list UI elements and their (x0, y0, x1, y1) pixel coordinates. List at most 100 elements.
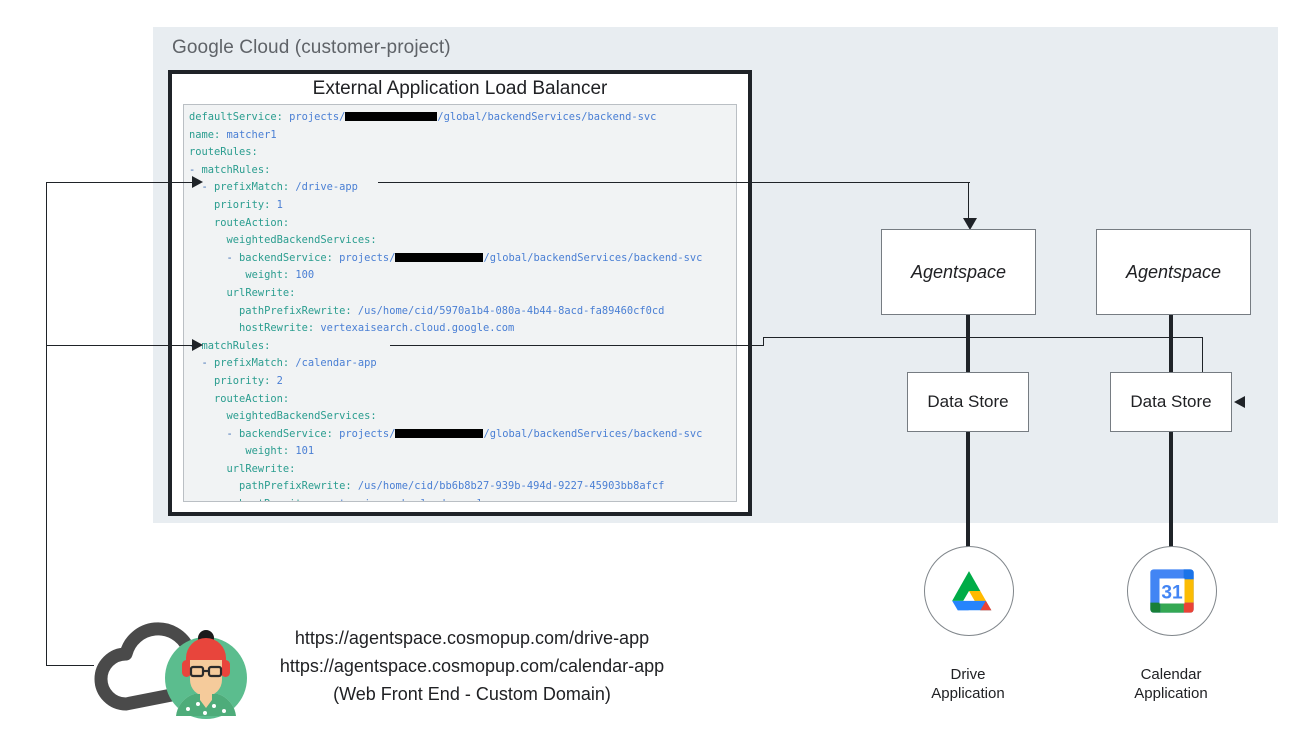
yaml-token: projects/ (282, 111, 346, 123)
drive-application-label: Drive Application (883, 665, 1053, 703)
yaml-token: projects/ (332, 251, 396, 264)
yaml-token: routeAction: (214, 392, 290, 405)
yaml-token: - (189, 163, 202, 176)
yaml-token: /calendar-app (289, 357, 377, 370)
yaml-token: /global/backendServices/backend-svc (483, 427, 703, 440)
yaml-line-3: routeRules: (189, 144, 736, 162)
yaml-token: weight: (245, 445, 290, 458)
agentspace-1-box[interactable]: Agentspace (881, 229, 1036, 315)
yaml-line-8: weightedBackendServices: (189, 232, 736, 250)
yaml-token (189, 234, 227, 246)
route-drive-vertical (968, 182, 970, 220)
url-map-yaml-box: defaultService: projects//global/backend… (183, 104, 737, 502)
yaml-token: - (189, 251, 240, 264)
connector-datastore2-calendar (1169, 432, 1173, 548)
yaml-token: prefixMatch: (214, 181, 290, 194)
route-calendar-horizontal-1 (390, 345, 764, 347)
yaml-token (189, 463, 227, 475)
yaml-line-20: weight: 101 (189, 443, 736, 461)
yaml-token (189, 480, 239, 492)
yaml-line-12: pathPrefixRewrite: /us/home/cid/5970a1b4… (189, 303, 736, 321)
calendar-label-line1: Calendar Application (1134, 666, 1208, 702)
arrow-into-prefixmatch-drive (192, 176, 203, 188)
arrow-into-datastore-2 (1234, 396, 1245, 408)
yaml-line-17: routeAction: (189, 391, 736, 409)
yaml-token: weightedBackendServices: (226, 234, 377, 247)
yaml-token (189, 410, 227, 422)
google-calendar-icon: 31 (1150, 569, 1194, 613)
yaml-line-18: weightedBackendServices: (189, 408, 736, 426)
url-calendar-app: https://agentspace.cosmopup.com/calendar… (279, 656, 665, 676)
yaml-token: routeAction: (214, 216, 290, 229)
yaml-token: matchRules: (201, 163, 271, 176)
datastore-1-box[interactable]: Data Store (907, 372, 1029, 432)
frontend-feed-calendar-line (46, 345, 201, 347)
yaml-token: hostRewrite: (239, 322, 315, 335)
yaml-token (189, 322, 239, 334)
yaml-token: vertexaisearch.cloud.google.com (314, 322, 515, 335)
url-map-yaml-code: defaultService: projects//global/backend… (189, 109, 736, 501)
yaml-token: /drive-app (289, 181, 358, 194)
yaml-token: /global/backendServices/backend-svc (437, 111, 657, 123)
yaml-token (189, 287, 227, 299)
route-calendar-jog (763, 337, 765, 346)
yaml-token: hostRewrite: (239, 498, 314, 501)
frontend-feed-drive-line (46, 182, 201, 184)
yaml-token (189, 375, 214, 387)
yaml-token: 1 (270, 198, 283, 211)
yaml-token: vertexaisearch.cloud.google.com (314, 498, 514, 501)
yaml-token: backendService: (239, 427, 333, 440)
yaml-token (189, 305, 239, 317)
connector-datastore1-drive (966, 432, 970, 548)
datastore-2-label: Data Store (1130, 392, 1212, 411)
redacted-project-id (345, 112, 438, 121)
drive-label-line1: Drive Application (931, 666, 1005, 702)
calendar-app-circle[interactable]: 31 (1127, 546, 1217, 636)
yaml-token (189, 199, 214, 211)
web-front-end-user (78, 616, 278, 726)
yaml-token: pathPrefixRewrite: (239, 304, 352, 317)
connector-agentspace1-datastore1 (966, 315, 970, 372)
yaml-token (189, 217, 214, 229)
yaml-token: /us/home/cid/bb6b8b27-939b-494d-9227-459… (351, 480, 665, 493)
yaml-token: routeRules: (189, 146, 258, 159)
yaml-line-23: hostRewrite: vertexaisearch.cloud.google… (189, 496, 736, 501)
yaml-token: /global/backendServices/backend-svc (483, 251, 703, 264)
agentspace-1-label: Agentspace (910, 261, 1007, 282)
route-calendar-vertical (1202, 337, 1204, 403)
cloud-user-icon (94, 622, 247, 719)
redacted-project-id (395, 428, 484, 438)
datastore-2-box[interactable]: Data Store (1110, 372, 1232, 432)
redacted-project-id (395, 252, 484, 262)
connector-agentspace2-datastore2 (1169, 315, 1173, 372)
yaml-token: 2 (270, 374, 283, 387)
yaml-token: backendService: (239, 251, 333, 264)
front-end-caption: (Web Front End - Custom Domain) (333, 684, 611, 704)
drive-app-circle[interactable] (924, 546, 1014, 636)
google-drive-icon (952, 571, 992, 611)
route-drive-horizontal (378, 182, 970, 184)
yaml-line-6: priority: 1 (189, 197, 736, 215)
yaml-token: priority: (214, 374, 271, 387)
yaml-line-15: - prefixMatch: /calendar-app (189, 355, 736, 373)
yaml-line-1: defaultService: projects//global/backend… (189, 109, 736, 127)
yaml-token: prefixMatch: (214, 357, 290, 370)
yaml-token: - (189, 181, 215, 194)
datastore-1-label: Data Store (927, 392, 1009, 411)
yaml-token: - (189, 357, 215, 370)
yaml-token: weightedBackendServices: (226, 410, 377, 423)
yaml-token: matcher1 (220, 128, 277, 141)
yaml-line-5: - prefixMatch: /drive-app (189, 179, 736, 197)
google-cloud-panel-title: Google Cloud (customer-project) (172, 37, 451, 58)
yaml-line-21: urlRewrite: (189, 461, 736, 479)
calendar-application-label: Calendar Application (1086, 665, 1256, 703)
front-end-urls: https://agentspace.cosmopup.com/drive-ap… (222, 624, 722, 708)
yaml-token: name: (189, 128, 221, 141)
yaml-line-13: hostRewrite: vertexaisearch.cloud.google… (189, 320, 736, 338)
yaml-token: /us/home/cid/5970a1b4-080a-4b44-8acd-fa8… (351, 304, 665, 317)
agentspace-2-box[interactable]: Agentspace (1096, 229, 1251, 315)
load-balancer-title: External Application Load Balancer (312, 78, 608, 99)
yaml-token: urlRewrite: (226, 286, 296, 299)
yaml-token: - (189, 427, 240, 440)
yaml-token: weight: (245, 269, 290, 282)
